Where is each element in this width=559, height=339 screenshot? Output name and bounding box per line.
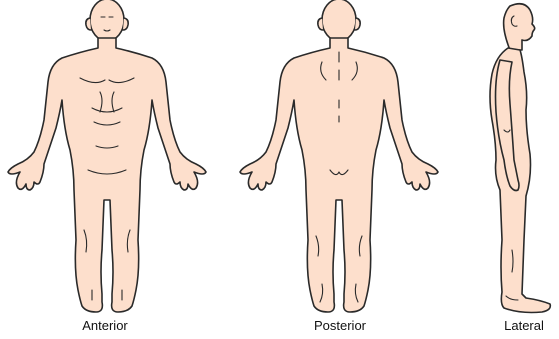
posterior-figure xyxy=(230,0,450,320)
posterior-body xyxy=(240,0,438,312)
anterior-label: Anterior xyxy=(45,318,165,333)
posterior-head xyxy=(322,0,356,41)
lateral-figure xyxy=(470,0,559,320)
anterior-body xyxy=(8,0,206,312)
anterior-torso xyxy=(8,38,206,312)
anterior-figure xyxy=(0,0,220,320)
posterior-label: Posterior xyxy=(280,318,400,333)
lateral-label: Lateral xyxy=(489,318,559,333)
lateral-body xyxy=(490,4,550,313)
anterior-head xyxy=(90,0,124,41)
lateral-head xyxy=(504,4,535,50)
